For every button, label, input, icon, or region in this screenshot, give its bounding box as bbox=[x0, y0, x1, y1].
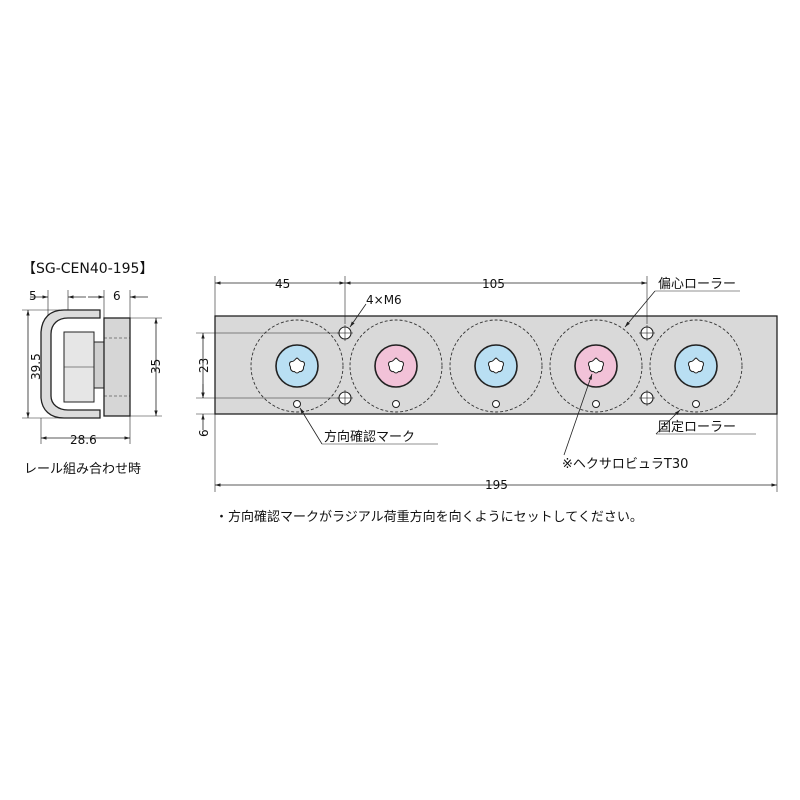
side-view: 5 6 39.5 35 28.6 レール組み合わせ時 bbox=[22, 289, 163, 477]
dim-23: 23 bbox=[197, 358, 211, 373]
dim-105: 105 bbox=[482, 277, 505, 291]
label-holes: 4×M6 bbox=[366, 293, 402, 307]
side-caption: レール組み合わせ時 bbox=[24, 462, 141, 477]
dim-39-5: 39.5 bbox=[29, 353, 43, 380]
roller-eccentric-2 bbox=[549, 319, 643, 413]
plan-view: 45 105 195 23 6 bbox=[196, 276, 778, 492]
rail-profile bbox=[40, 309, 101, 419]
label-direction-mark: 方向確認マーク bbox=[324, 429, 415, 445]
roller-fixed-2 bbox=[449, 319, 543, 413]
installation-note: ・方向確認マークがラジアル荷重方向を向くようにセットしてください。 bbox=[215, 509, 643, 525]
dim-35: 35 bbox=[149, 359, 163, 374]
model-title: 【SG-CEN40-195】 bbox=[22, 261, 153, 277]
mounting-holes bbox=[337, 325, 655, 406]
label-eccentric-roller: 偏心ローラー bbox=[658, 277, 736, 292]
dim-45: 45 bbox=[275, 277, 290, 291]
dim-5: 5 bbox=[29, 289, 37, 303]
roller-eccentric-1 bbox=[349, 319, 443, 413]
roller-fixed-3 bbox=[649, 319, 743, 413]
dim-195: 195 bbox=[485, 478, 508, 492]
dim-6-side: 6 bbox=[197, 429, 211, 437]
roller-fixed-1 bbox=[250, 319, 344, 413]
base-plate-side bbox=[103, 317, 131, 417]
dim-6-top: 6 bbox=[113, 289, 121, 303]
label-hexalobular: ※ヘクサロビュラT30 bbox=[562, 457, 688, 472]
label-fixed-roller: 固定ローラー bbox=[658, 420, 736, 435]
dim-28-6: 28.6 bbox=[70, 433, 97, 447]
